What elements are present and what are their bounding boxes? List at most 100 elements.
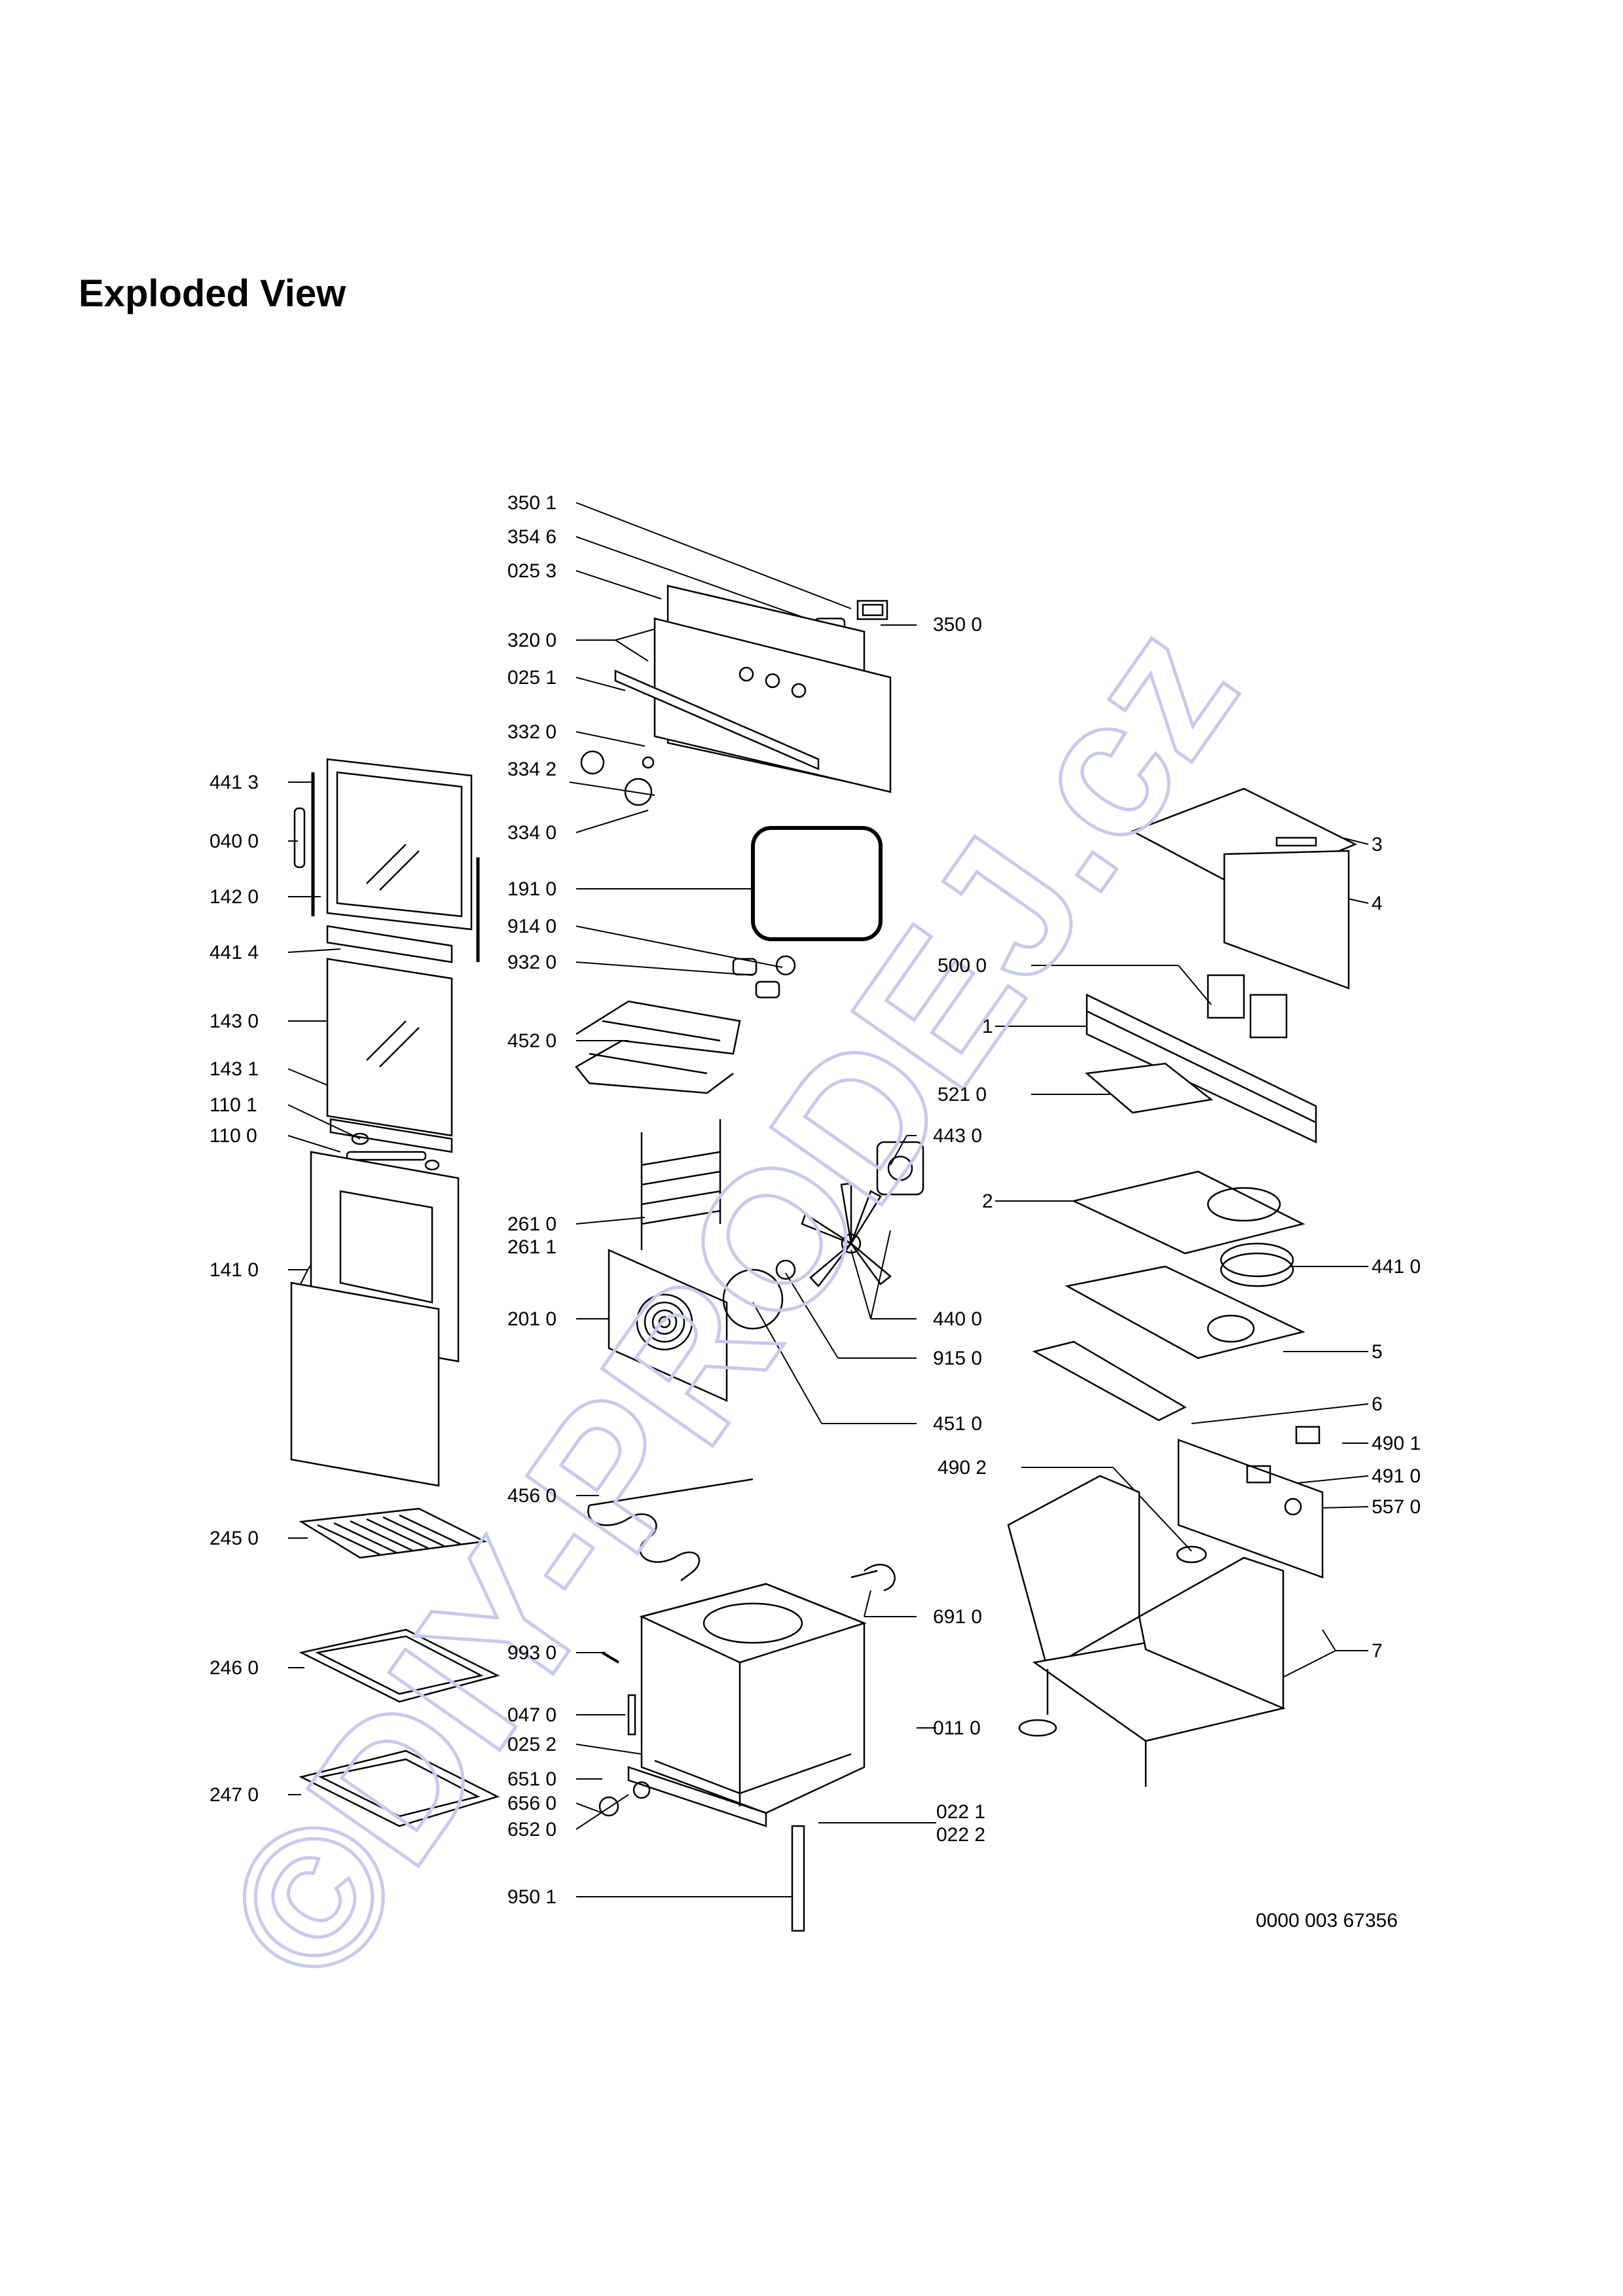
part-label: 521 0	[938, 1084, 987, 1105]
strip-4414	[326, 925, 453, 963]
part-label: 500 0	[938, 955, 987, 977]
part-label: 245 0	[210, 1528, 259, 1549]
door-seal-1910	[751, 826, 883, 941]
part-label: 011 0	[933, 1717, 981, 1739]
part-label: 141 0	[210, 1259, 259, 1281]
shelf-guide-4520	[575, 1000, 741, 1094]
part-label: 932 0	[507, 952, 557, 973]
part-label: 191 0	[507, 878, 557, 900]
part-5570	[1284, 1498, 1302, 1516]
nut-9140	[775, 955, 796, 976]
part-label: 110 0	[210, 1125, 257, 1147]
part-label: 247 0	[210, 1784, 259, 1806]
leader-lines	[287, 502, 1369, 1897]
part-label: 440 0	[933, 1308, 983, 1330]
washer-9150	[775, 1259, 796, 1280]
part-label: 5	[1372, 1341, 1383, 1363]
control-panel-group	[580, 584, 892, 806]
part-label: 993 0	[507, 1642, 557, 1664]
part-label: 142 0	[210, 886, 259, 908]
top-strip-3	[1275, 836, 1317, 847]
back-panel-2010	[608, 1249, 728, 1402]
housing-side-7	[1007, 1475, 1140, 1670]
grill-element-4560	[587, 1478, 754, 1581]
part-label: 110 1	[210, 1094, 257, 1116]
door-hinge-9501	[791, 1825, 805, 1932]
part-4901	[1295, 1426, 1321, 1444]
frame-1	[1085, 994, 1317, 1143]
part-label: 651 0	[507, 1768, 557, 1790]
back-panel-7	[1177, 1439, 1324, 1579]
part-label: 490 2	[938, 1457, 987, 1479]
deep-tray-2470	[299, 1749, 500, 1827]
part-label: 6	[1372, 1393, 1383, 1415]
part-label: 246 0	[210, 1657, 259, 1679]
part-label: 143 1	[210, 1058, 259, 1080]
switch-3320	[642, 756, 655, 769]
door-assembly	[290, 758, 480, 1487]
part-4910	[1246, 1465, 1271, 1484]
part-label: 950 1	[507, 1886, 557, 1908]
foot-0110	[1018, 1719, 1057, 1737]
part-label: 915 0	[933, 1348, 983, 1369]
bracket-1101	[351, 1132, 369, 1145]
outer-glass-frame-1420	[326, 758, 473, 931]
part-label: 441 4	[210, 942, 259, 963]
trays	[299, 1507, 500, 1827]
shallow-tray-2460	[299, 1628, 500, 1703]
right-components	[1007, 787, 1358, 1787]
part-label: 456 0	[507, 1485, 557, 1507]
ring-element-4510	[722, 1268, 784, 1330]
part-label: 261 1	[507, 1236, 557, 1258]
part-label: 652 0	[507, 1819, 557, 1840]
page-title: Exploded View	[79, 272, 346, 315]
part-label: 047 0	[507, 1704, 557, 1726]
fan-blade-4400	[801, 1182, 892, 1287]
door-glass-back-1410	[290, 1282, 440, 1487]
part-label: 334 2	[507, 759, 557, 780]
knob-3340	[624, 778, 653, 806]
document-number: 0000 003 67356	[1256, 1910, 1398, 1931]
spring-9320	[732, 958, 757, 976]
part-label: 441 0	[1372, 1256, 1421, 1278]
strip-6	[1032, 1340, 1187, 1422]
part-label: 022 2	[936, 1824, 986, 1846]
inner-glass-1430	[326, 958, 453, 1137]
part-label: 490 1	[1372, 1433, 1421, 1454]
wire-rack-2450	[299, 1507, 488, 1559]
part-label: 3	[1372, 834, 1383, 855]
door-handle-0400	[293, 807, 306, 869]
oven-cavity	[627, 1583, 867, 1827]
display-module-3500	[856, 600, 888, 620]
door-seal-group	[732, 826, 883, 999]
part-label: 451 0	[933, 1413, 983, 1435]
part-label: 025 1	[507, 667, 557, 689]
part-label: 2	[982, 1191, 993, 1212]
part-label: 261 0	[507, 1213, 557, 1235]
part-label: 354 6	[507, 526, 557, 548]
part-label: 350 0	[933, 614, 983, 636]
small-parts	[598, 1564, 896, 1932]
knob-3342	[580, 750, 605, 775]
part-4902	[1176, 1545, 1207, 1564]
board-5210	[1085, 1062, 1213, 1114]
part-label: 143 0	[210, 1011, 259, 1032]
part-label: 914 0	[507, 916, 557, 937]
plate-5	[1065, 1265, 1305, 1359]
part-label: 025 3	[507, 560, 557, 582]
part-label: 557 0	[1372, 1496, 1421, 1518]
part-label: 656 0	[507, 1793, 557, 1814]
bar-1100	[346, 1151, 427, 1161]
part-label: 332 0	[507, 721, 557, 743]
part-label: 334 0	[507, 822, 557, 844]
part-label: 691 0	[933, 1606, 983, 1628]
part-label: 022 1	[936, 1801, 986, 1823]
part-label: 1	[982, 1016, 993, 1037]
part-label: 350 1	[507, 492, 557, 514]
cooling-fan-4410	[1220, 1242, 1294, 1278]
side-rack-2610	[640, 1119, 721, 1250]
part-label: 7	[1372, 1640, 1383, 1662]
part-label: 443 0	[933, 1125, 983, 1147]
panel-trim-0251	[614, 670, 820, 770]
